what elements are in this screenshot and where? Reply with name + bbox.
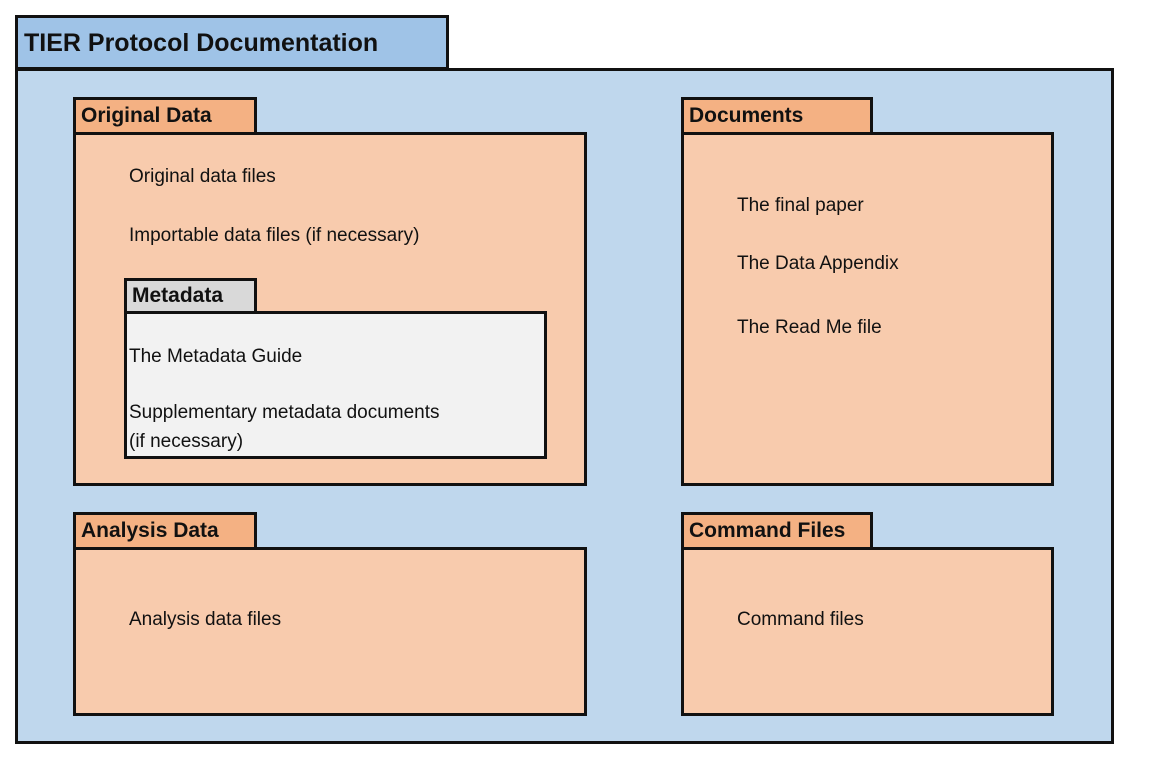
analysis-data-package [73,547,587,716]
command-files-tab: Command Files [681,512,873,550]
outer-package-tab: TIER Protocol Documentation [15,15,449,70]
documents-title: Documents [689,104,804,127]
analysis-data-title: Analysis Data [81,519,219,542]
documents-tab: Documents [681,97,873,135]
diagram-title: TIER Protocol Documentation [24,29,379,57]
original-data-item: Importable data files (if necessary) [129,225,420,246]
analysis-data-item: Analysis data files [129,609,282,630]
original-data-title: Original Data [81,104,212,127]
documents-item: The final paper [737,195,864,216]
metadata-package [124,311,547,459]
metadata-item: The Metadata Guide [129,346,303,367]
original-data-item: Original data files [129,166,276,187]
command-files-item: Command files [737,609,864,630]
documents-package [681,132,1054,486]
documents-item: The Read Me file [737,317,882,338]
documents-item: The Data Appendix [737,253,899,274]
command-files-title: Command Files [689,519,846,542]
analysis-data-tab: Analysis Data [73,512,257,550]
metadata-title: Metadata [132,284,224,307]
command-files-package [681,547,1054,716]
metadata-item: (if necessary) [129,431,244,452]
metadata-tab: Metadata [124,278,257,314]
original-data-tab: Original Data [73,97,257,135]
metadata-item: Supplementary metadata documents [129,402,440,423]
